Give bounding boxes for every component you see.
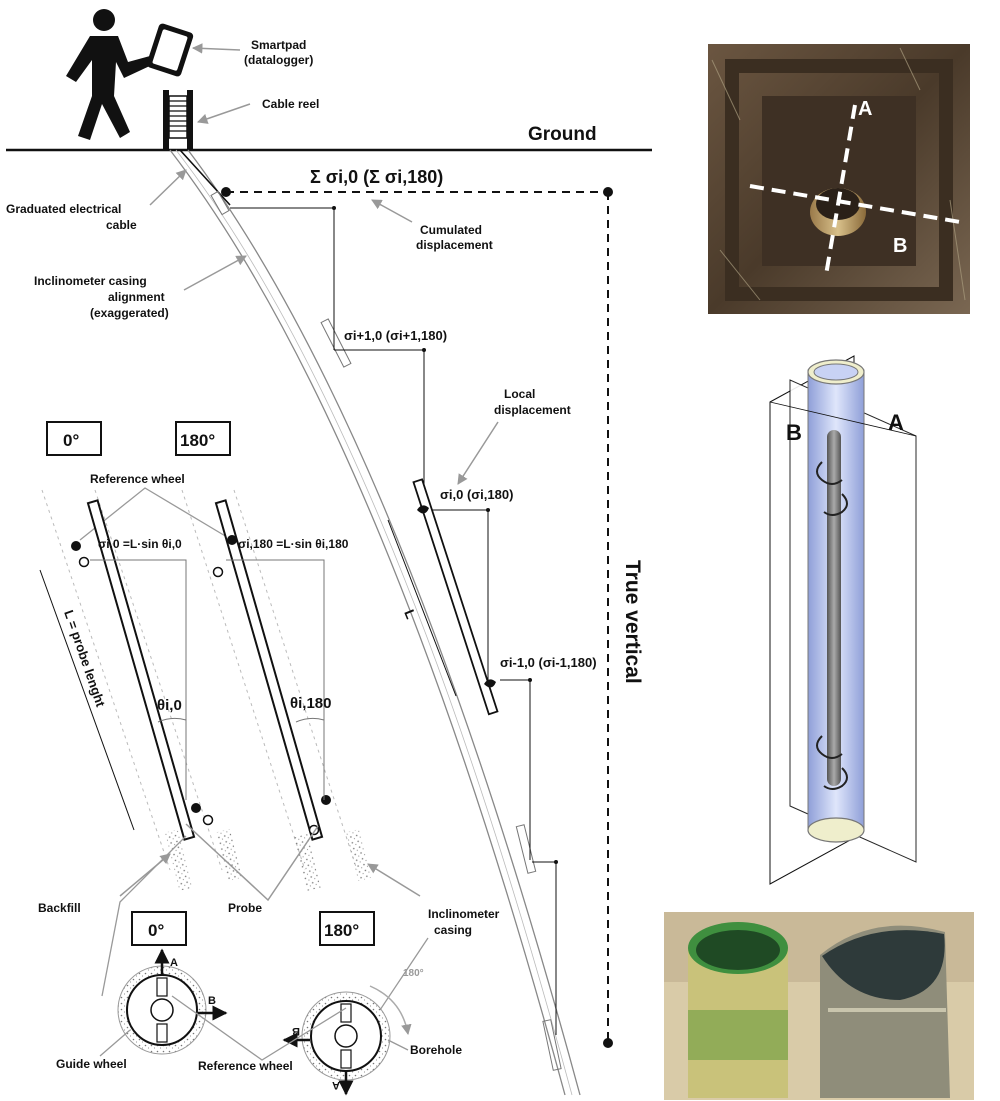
- inclinometer-casing-curve: [169, 149, 581, 1096]
- casing-leader-2: [101, 835, 187, 997]
- casing-align-leader: [183, 255, 247, 291]
- probe-180: [212, 499, 331, 841]
- ref-wheel-bottom-leader: [171, 995, 347, 1061]
- backfill-patch-2: [216, 829, 242, 881]
- datalogger-label: (datalogger): [244, 53, 313, 67]
- lower-measure: [532, 861, 557, 1035]
- box-180-top: [175, 421, 231, 456]
- reel-leader: [197, 103, 251, 124]
- L-dim-line: [387, 519, 457, 697]
- ground-label: Ground: [528, 124, 597, 145]
- probe-segment-3: [515, 824, 537, 874]
- inclinometer-label-2: casing: [434, 923, 472, 937]
- L-label: L: [401, 607, 419, 621]
- inclinometer-leader: [367, 863, 421, 897]
- model-B-label: B: [786, 420, 802, 445]
- formula-0: σi,0 =L·sin θi,0: [98, 537, 182, 551]
- probe-leader: [185, 823, 319, 902]
- photo-B-label: B: [893, 235, 907, 257]
- model-A-label: A: [888, 410, 904, 435]
- local-label-1: Local: [504, 387, 535, 401]
- probe-0: [71, 499, 214, 841]
- graduated-label-2: cable: [106, 218, 137, 232]
- walking-person-icon: [66, 9, 154, 140]
- backfill-patch-1: [164, 829, 194, 891]
- casing-align-label-3: (exaggerated): [90, 306, 169, 320]
- backfill-patch-4: [346, 829, 372, 881]
- box-0-top-label: 0°: [63, 431, 79, 450]
- box-0-bottom-label: 0°: [148, 921, 164, 940]
- casing-align-label-2: alignment: [108, 290, 165, 304]
- probe-segment-1: [210, 190, 230, 216]
- sum-sigma-label: Σ σi,0 (Σ σi,180): [310, 167, 443, 187]
- sigma-im1-measure: [500, 679, 531, 860]
- true-vertical-label: True vertical: [621, 560, 644, 684]
- cable-reel-label: Cable reel: [262, 97, 319, 111]
- sigma-im1-label: σi-1,0 (σi-1,180): [500, 655, 597, 670]
- casing-align-label-1: Inclinometer casing: [34, 274, 147, 288]
- theta-180-arc: [295, 717, 325, 723]
- tablet-icon: [146, 23, 194, 77]
- backfill-label: Backfill: [38, 901, 81, 915]
- smartpad-label: Smartpad: [251, 38, 306, 52]
- probe-length-line: [39, 569, 135, 831]
- borehole-leader: [387, 1039, 409, 1051]
- axis-B-label: B: [208, 995, 216, 1007]
- rotation-180-label: 180°: [403, 968, 424, 979]
- graduated-cable: [179, 149, 231, 206]
- axis-A-label: A: [170, 957, 178, 969]
- guide-wheel-label: Guide wheel: [56, 1057, 127, 1071]
- cumulated-leader: [371, 199, 413, 223]
- local-leader: [457, 421, 499, 485]
- graduated-leader: [149, 169, 187, 206]
- casing-3d-model: [769, 355, 917, 885]
- cross-section-0: [117, 948, 228, 1055]
- ref-wheel-top-label: Reference wheel: [90, 472, 185, 486]
- probe-segment-4: [542, 1019, 562, 1071]
- true-vertical-bottom-dot: [603, 1038, 613, 1048]
- smartpad-leader: [191, 43, 241, 54]
- graduated-label-1: Graduated electrical: [6, 202, 121, 216]
- sigma-i1-label: σi+1,0 (σi+1,180): [344, 328, 447, 343]
- wellhead-photo: [708, 44, 970, 314]
- cumulated-label-1: Cumulated: [420, 223, 482, 237]
- box-180-top-label: 180°: [180, 431, 215, 450]
- theta-0-arc: [157, 717, 187, 723]
- casing-probe: [412, 478, 499, 716]
- theta-180-label: θi,180: [290, 695, 331, 712]
- formula-180: σi,180 =L·sin θi,180: [238, 537, 349, 551]
- box-0-top: [46, 421, 102, 456]
- box-180-bottom: [319, 911, 375, 946]
- cable-reel-icon: [163, 90, 193, 150]
- inclinometer-label-1: Inclinometer: [428, 907, 500, 921]
- guide-wheel-leader: [99, 1029, 131, 1057]
- probe-segment-2: [320, 318, 352, 368]
- ref-wheel-bottom-label: Reference wheel: [198, 1059, 293, 1073]
- theta-0-label: θi,0: [157, 697, 182, 714]
- borehole-label: Borehole: [410, 1043, 462, 1057]
- probe-label: Probe: [228, 901, 262, 915]
- cum-measure-line: [230, 207, 335, 350]
- box-0-bottom: [131, 911, 187, 946]
- backfill-patch-3: [293, 834, 321, 891]
- photo-A-label: A: [858, 98, 872, 120]
- axis-B-rotated: B: [292, 1025, 300, 1037]
- cumulated-label-2: displacement: [416, 238, 493, 252]
- sigma-i0-label: σi,0 (σi,180): [440, 487, 513, 502]
- casing-sections-photo: [664, 912, 974, 1100]
- local-label-2: displacement: [494, 403, 571, 417]
- axis-A-rotated: A: [332, 1079, 340, 1091]
- box-180-bottom-label: 180°: [324, 921, 359, 940]
